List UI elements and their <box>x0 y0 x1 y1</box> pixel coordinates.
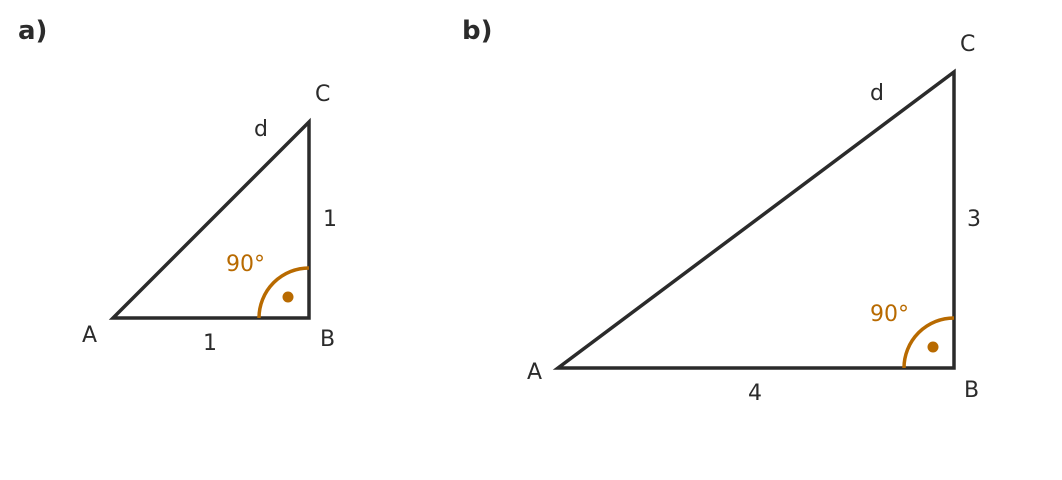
vertex-c-label-a: C <box>315 82 330 107</box>
vertex-b-label-a: B <box>320 327 335 352</box>
panel-b-label: b) <box>462 16 493 46</box>
triangle-a <box>108 117 311 320</box>
side-bc-label-b: 3 <box>967 207 981 232</box>
triangle-b <box>552 68 956 370</box>
side-ab-label-b: 4 <box>748 381 762 406</box>
side-bc-label-a: 1 <box>323 207 337 232</box>
panel-a: a) 90° A B C 1 1 d <box>18 16 337 356</box>
side-ac-label-a: d <box>254 117 268 142</box>
right-angle-label-a: 90° <box>226 252 265 277</box>
right-angle-dot-a <box>282 291 294 303</box>
vertex-c-label-b: C <box>960 32 975 57</box>
right-angle-arc-b <box>902 316 955 369</box>
panel-a-label: a) <box>18 16 47 46</box>
panel-b: b) 90° A B C 4 3 d <box>462 16 981 406</box>
side-ab-label-a: 1 <box>203 331 217 356</box>
right-angle-dot-b <box>927 341 939 353</box>
right-angle-label-b: 90° <box>870 302 909 327</box>
side-ac-label-b: d <box>870 81 884 106</box>
vertex-a-label-b: A <box>527 360 542 385</box>
vertex-b-label-b: B <box>964 378 979 403</box>
right-angle-arc-a <box>257 266 310 319</box>
vertex-a-label-a: A <box>82 323 97 348</box>
